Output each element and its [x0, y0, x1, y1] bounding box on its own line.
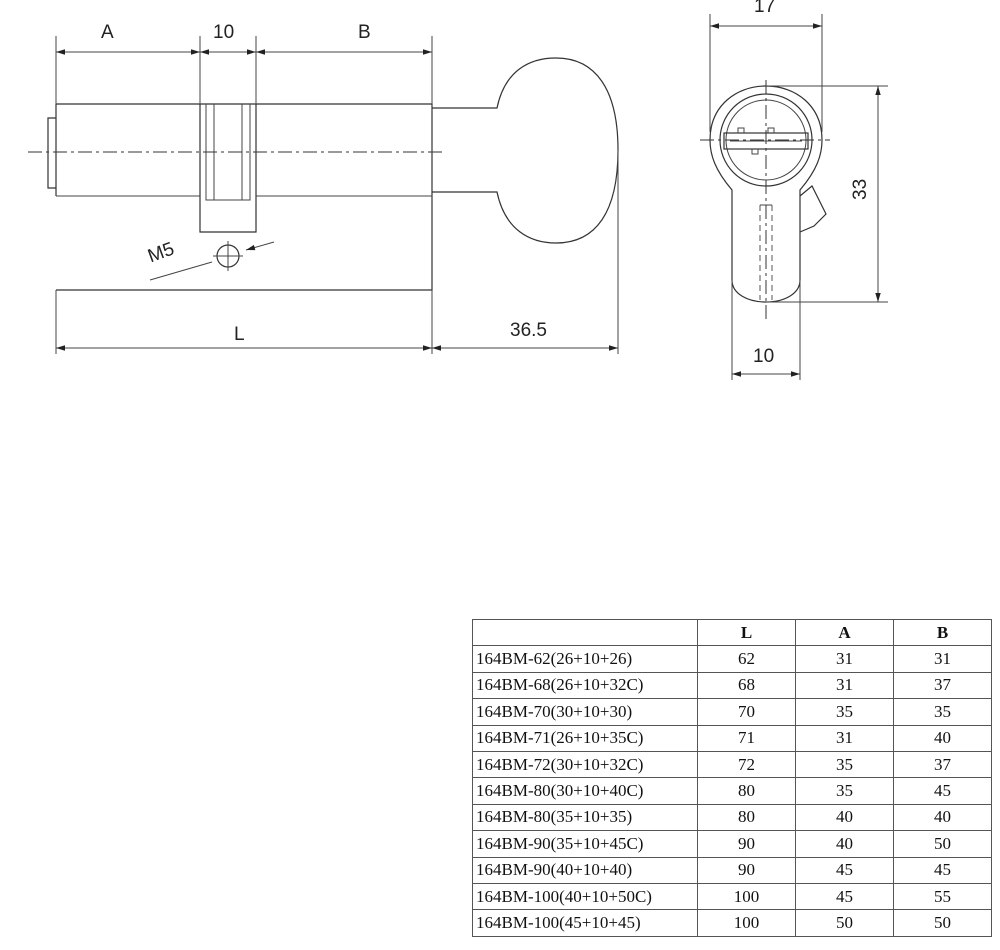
table-cell-value: 31: [795, 724, 894, 752]
technical-drawing: M5 A 10 B L 36.5: [28, 0, 888, 380]
table-cell-value: 37: [893, 671, 992, 700]
cam-lever: [799, 185, 827, 233]
table-cell-value: 70: [697, 698, 796, 726]
table-cell-value: 50: [893, 830, 992, 858]
table-cell-value: 31: [795, 645, 894, 673]
cylinder-body: [47, 103, 433, 291]
table-cell-value: 62: [697, 645, 796, 673]
thumb-turn-knob: [432, 57, 619, 244]
dim-gap-label: 10: [213, 22, 234, 43]
table-cell-value: 50: [893, 909, 992, 937]
table-cell-value: 45: [893, 856, 992, 884]
dim-l-label: L: [234, 324, 245, 345]
table-cell-value: 40: [893, 724, 992, 752]
table-cell-value: 80: [697, 777, 796, 805]
table-cell-value: 100: [697, 909, 796, 937]
table-cell-model: 164BM-100(40+10+50C): [472, 882, 698, 911]
table-cell-model: 164BM-100(45+10+45): [472, 909, 698, 937]
table-cell-value: 90: [697, 856, 796, 884]
side-view: M5 A 10 B L 36.5: [28, 22, 619, 354]
table-cell-model: 164BM-72(30+10+32C): [472, 750, 698, 779]
table-cell-value: 71: [697, 724, 796, 752]
table-cell-value: 55: [893, 882, 992, 911]
front-view: 17 33 10: [700, 0, 888, 380]
dim-a-label: A: [101, 22, 114, 43]
table-cell-value: 40: [893, 803, 992, 832]
table-cell-model: 164BM-80(35+10+35): [472, 803, 698, 832]
bottom-width-dimension: [731, 280, 801, 380]
table-cell-model: 164BM-70(30+10+30): [472, 698, 698, 726]
table-cell-model: 164BM-68(26+10+32C): [472, 671, 698, 700]
dim-b-label: B: [358, 22, 371, 43]
dim-bottom-label: 10: [753, 346, 774, 367]
dim-height-label: 33: [850, 179, 871, 200]
table-cell-value: 100: [697, 882, 796, 911]
table-cell-model: 164BM-80(30+10+40C): [472, 777, 698, 805]
table-cell-model: 164BM-90(40+10+40): [472, 856, 698, 884]
table-cell-value: 45: [893, 777, 992, 805]
table-cell-model: 164BM-71(26+10+35C): [472, 724, 698, 752]
table-header-b: B: [893, 618, 992, 647]
table-cell-value: 40: [795, 803, 894, 832]
table-cell-value: 37: [893, 750, 992, 779]
screw-hole: [149, 241, 275, 281]
table-cell-value: 35: [795, 777, 894, 805]
table-cell-value: 72: [697, 750, 796, 779]
table-cell-model: 164BM-90(35+10+45C): [472, 830, 698, 858]
table-cell-value: 45: [795, 856, 894, 884]
table-cell-value: 80: [697, 803, 796, 832]
table-header-model: [472, 618, 698, 647]
table-cell-value: 35: [795, 750, 894, 779]
table-header-l: L: [697, 618, 796, 647]
table-cell-value: 50: [795, 909, 894, 937]
dim-width-label: 17: [754, 0, 775, 17]
table-cell-model: 164BM-62(26+10+26): [472, 645, 698, 673]
screw-label: M5: [145, 239, 177, 268]
table-cell-value: 45: [795, 882, 894, 911]
dim-knob-label: 36.5: [510, 320, 547, 341]
width-dimension: [709, 14, 823, 132]
height-dimension: [766, 85, 888, 303]
table-cell-value: 40: [795, 830, 894, 858]
table-cell-value: 31: [795, 671, 894, 700]
table-cell-value: 68: [697, 671, 796, 700]
table-cell-value: 90: [697, 830, 796, 858]
table-header-a: A: [795, 618, 894, 647]
bottom-dimensions: [55, 150, 619, 354]
table-cell-value: 31: [893, 645, 992, 673]
table-cell-value: 35: [893, 698, 992, 726]
table-cell-value: 35: [795, 698, 894, 726]
table-header-row: L A B: [472, 618, 992, 647]
top-dimensions: [55, 36, 433, 104]
